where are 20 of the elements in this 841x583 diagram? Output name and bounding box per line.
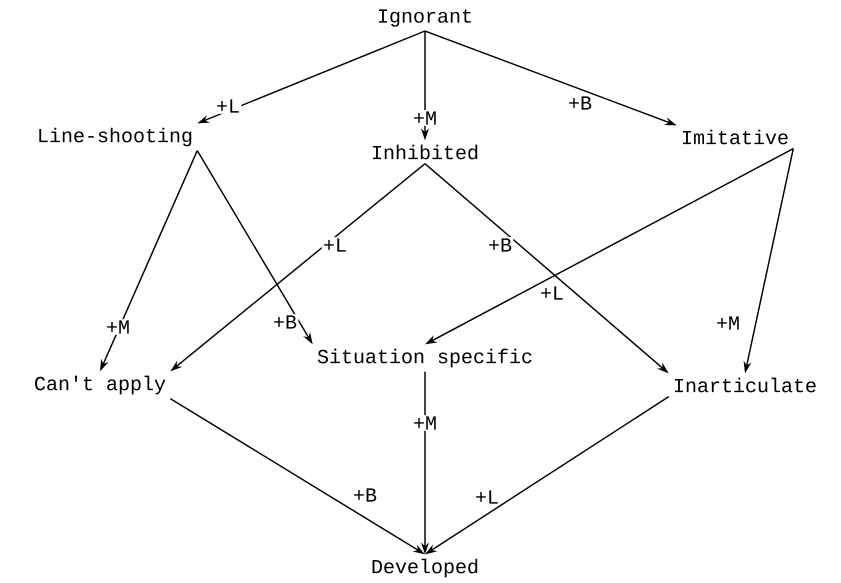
node-label: Inhibited	[372, 144, 478, 160]
node-label: Ignorant	[378, 9, 471, 27]
node-label: Imitative	[682, 130, 788, 144]
edge-label: +B	[272, 314, 298, 330]
edge-label: +L	[474, 489, 500, 505]
node-label: Developed	[372, 558, 478, 578]
node-label: Situation specific	[318, 348, 532, 368]
edge-label: +B	[566, 95, 594, 111]
node-label: Can't apply	[35, 376, 166, 394]
edge-label: +B	[486, 237, 514, 253]
edge-label: +L	[538, 285, 566, 301]
edge-label: +L	[322, 237, 348, 253]
edge-label: +M	[714, 315, 742, 331]
node-label: Line-shooting	[39, 128, 192, 146]
edge-label: +M	[412, 415, 438, 431]
node-label: Inarticulate	[674, 378, 816, 392]
edge-label: +M	[412, 110, 438, 126]
edge-label: +L	[214, 98, 242, 114]
edge-label: +B	[352, 487, 378, 503]
edge-label: +M	[104, 319, 132, 335]
